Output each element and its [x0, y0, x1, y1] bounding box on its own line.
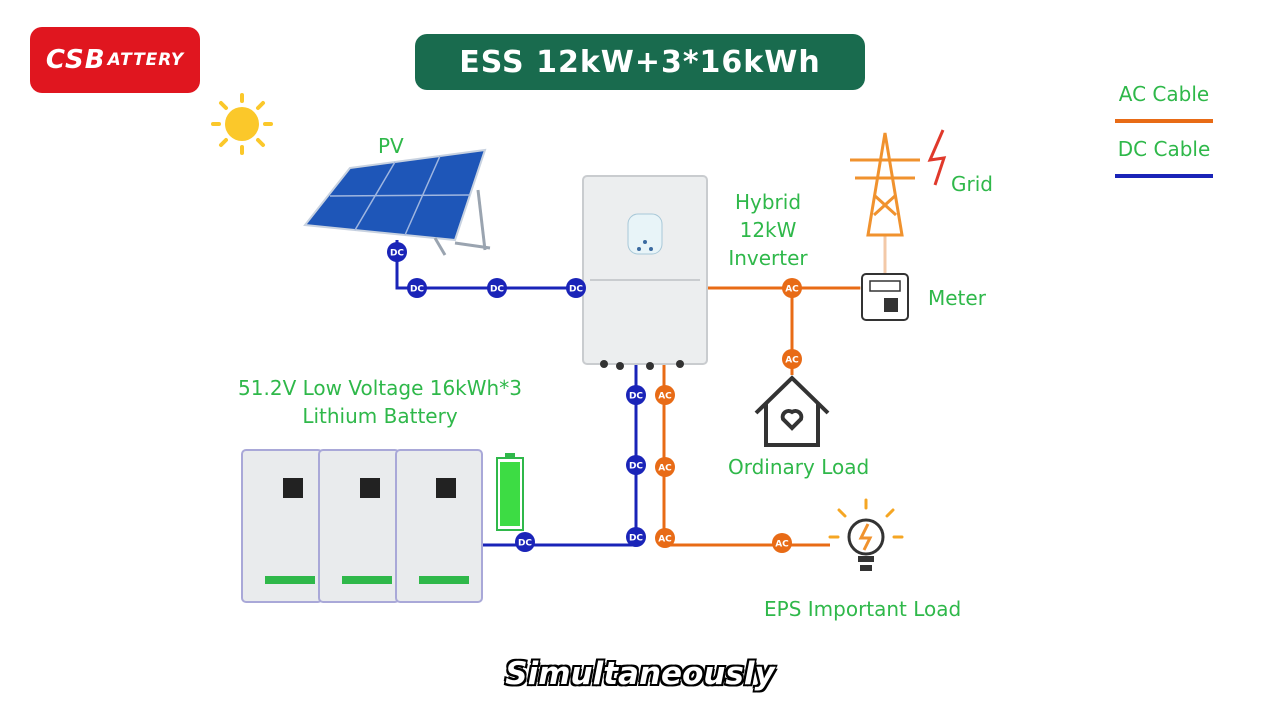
inverter-label-line: Hybrid — [734, 190, 802, 214]
svg-text:DC: DC — [629, 392, 643, 402]
grid-label: Grid — [951, 172, 993, 196]
svg-text:DC: DC — [410, 285, 424, 295]
svg-text:AC: AC — [785, 285, 799, 295]
legend-ac-label: AC Cable — [1118, 82, 1210, 106]
inverter-label-line: 12kW — [739, 218, 797, 242]
meter-label: Meter — [928, 286, 986, 310]
legend-dc-line — [1115, 174, 1213, 178]
sun-icon — [211, 93, 273, 155]
house-icon — [754, 375, 830, 447]
svg-text:AC: AC — [775, 540, 789, 550]
ac-badge: AC — [782, 278, 802, 298]
battery-label-line: 51.2V Low Voltage 16kWh*3 — [238, 376, 522, 400]
battery-label: 51.2V Low Voltage 16kWh*3 Lithium Batter… — [225, 374, 535, 430]
ac-badge: AC — [655, 457, 675, 477]
legend-dc-label: DC Cable — [1117, 137, 1211, 161]
svg-text:DC: DC — [390, 249, 404, 259]
inverter-icon — [582, 175, 708, 370]
svg-text:AC: AC — [658, 392, 672, 402]
svg-text:DC: DC — [569, 285, 583, 295]
ac-badge: AC — [782, 349, 802, 369]
inverter-label-line: Inverter — [728, 246, 808, 270]
light-bulb-icon — [828, 498, 904, 571]
battery-level-icon — [496, 453, 524, 531]
svg-text:AC: AC — [658, 464, 672, 474]
svg-text:AC: AC — [785, 356, 799, 366]
svg-text:AC: AC — [658, 535, 672, 545]
svg-text:DC: DC — [629, 534, 643, 544]
ac-badge: AC — [772, 533, 792, 553]
page-title: ESS 12kW+3*16kWh — [415, 34, 865, 90]
solar-panel-icon — [303, 148, 491, 256]
dc-badge: DC — [407, 278, 427, 298]
ac-badge: AC — [655, 385, 675, 405]
svg-text:DC: DC — [629, 462, 643, 472]
svg-text:DC: DC — [490, 285, 504, 295]
video-caption: Simultaneously — [504, 655, 775, 693]
battery-label-line: Lithium Battery — [302, 404, 458, 428]
dc-badge: DC — [626, 455, 646, 475]
logo-main-text: CSB — [45, 45, 106, 75]
eps-load-label: EPS Important Load — [764, 597, 962, 621]
battery-cabinets — [241, 449, 483, 603]
dc-badge: DC — [487, 278, 507, 298]
legend-ac-line — [1115, 119, 1213, 123]
ac-badge: AC — [655, 528, 675, 548]
logo-sub-text: ATTERY — [107, 50, 185, 70]
dc-badge: DC — [626, 527, 646, 547]
dc-badge: DC — [566, 278, 586, 298]
lightning-icon — [927, 129, 947, 186]
pv-label: PV — [378, 134, 404, 158]
power-tower-icon — [850, 132, 920, 237]
dc-badge: DC — [387, 242, 407, 262]
dc-badge: DC — [515, 532, 535, 552]
svg-text:DC: DC — [518, 539, 532, 549]
inverter-label: Hybrid 12kW Inverter — [718, 188, 818, 272]
meter-icon — [861, 273, 909, 321]
dc-badge: DC — [626, 385, 646, 405]
ordinary-load-label: Ordinary Load — [728, 455, 870, 479]
